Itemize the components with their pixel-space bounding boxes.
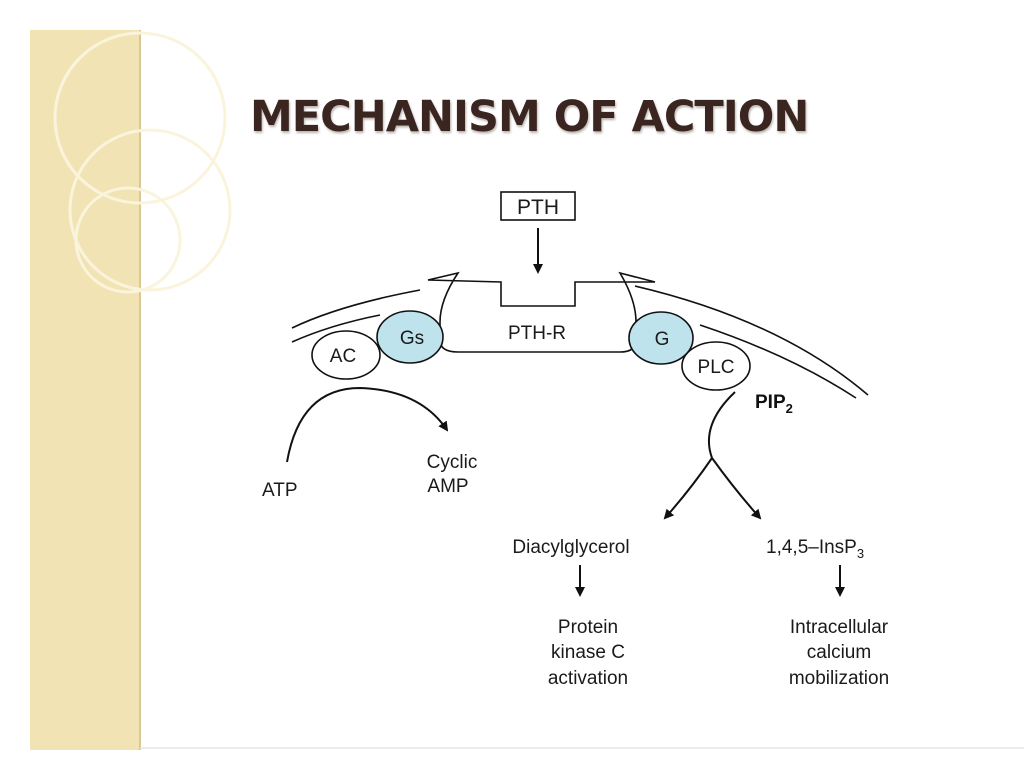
cyclic-label: Cyclic	[427, 452, 478, 473]
sidebar-ring-3	[74, 186, 182, 294]
sidebar-ring-2	[68, 128, 232, 292]
calcium-line-3: mobilization	[789, 668, 889, 689]
pth-receptor	[427, 271, 656, 353]
calcium-line-1: Intracellular	[790, 617, 889, 638]
atp-label: ATP	[262, 480, 298, 501]
pkc-line-1: Protein	[558, 617, 618, 638]
amp-label: AMP	[427, 476, 468, 497]
plc-enzyme	[681, 341, 751, 391]
pkc-line-3: activation	[548, 668, 628, 689]
insp3-label: 1,4,5–InsP3	[766, 537, 864, 561]
sidebar-rings	[53, 31, 232, 294]
pth-box	[500, 191, 576, 221]
gs-label: Gs	[400, 328, 424, 349]
receptor-label: PTH-R	[508, 323, 566, 344]
insp3-arrow	[711, 457, 762, 520]
plc-label: PLC	[698, 357, 735, 378]
sidebar-panel	[30, 30, 140, 750]
g-protein	[628, 311, 694, 365]
plc-stem	[707, 391, 736, 459]
dag-arrow	[663, 457, 713, 520]
ac-label: AC	[330, 346, 356, 367]
gs-protein	[376, 310, 444, 364]
membrane-left-outer	[291, 289, 421, 329]
calcium-line-2: calcium	[807, 642, 871, 663]
pip2-label: PIP2	[755, 392, 793, 416]
g-label: G	[655, 329, 670, 350]
slide-title: MECHANISM OF ACTION	[250, 92, 809, 142]
membrane-right-inner	[699, 324, 857, 399]
diacylglycerol-label: Diacylglycerol	[512, 537, 629, 558]
pkc-line-2: kinase C	[551, 642, 625, 663]
membrane-left-inner	[291, 314, 381, 343]
pth-label: PTH	[517, 196, 559, 219]
ac-conversion-arrow	[286, 386, 449, 463]
ac-enzyme	[311, 330, 381, 380]
sidebar-ring-1	[53, 31, 227, 205]
membrane-right-outer	[634, 285, 869, 396]
